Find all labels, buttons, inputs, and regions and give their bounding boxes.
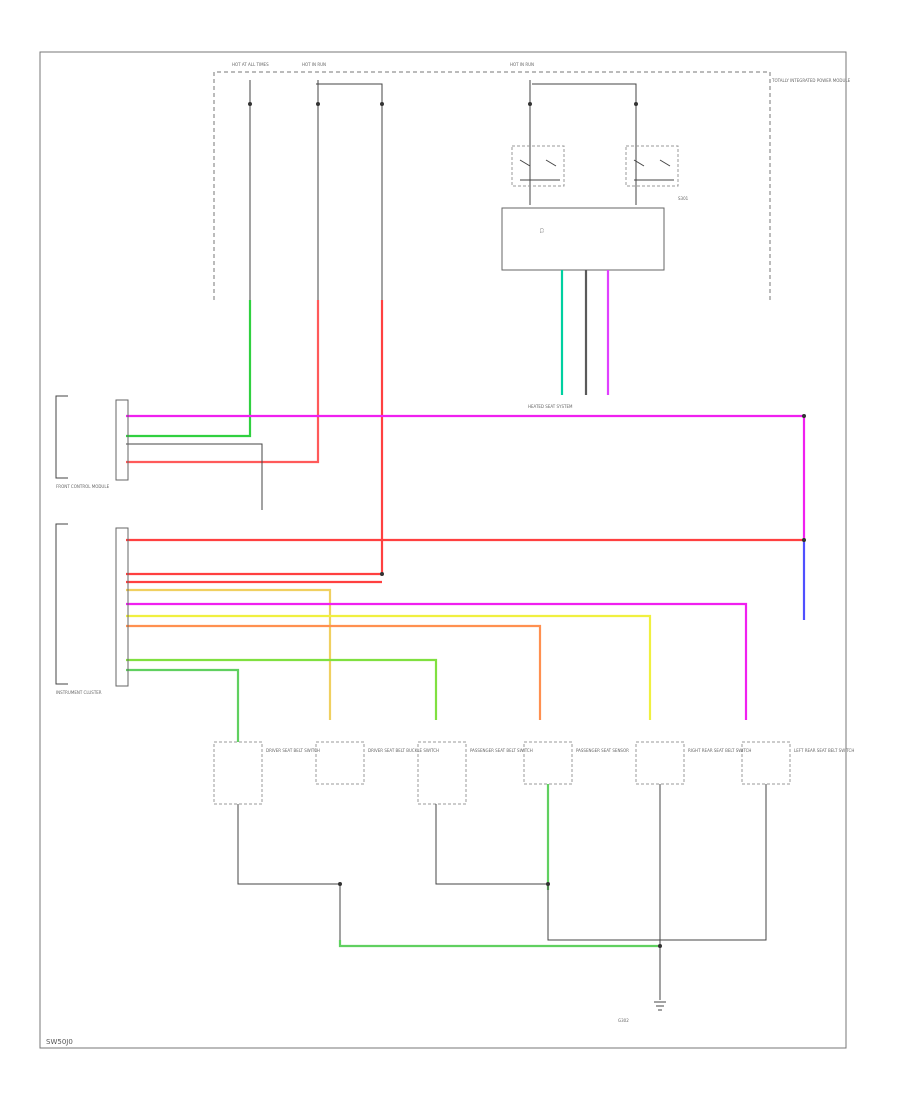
figure-id: SW50J0 <box>46 1038 73 1046</box>
ground-symbol <box>654 1001 666 1011</box>
heated-seat-pin: C1 <box>539 228 544 234</box>
ground-bottom-label: G302 <box>618 1018 629 1023</box>
ground-wires <box>237 784 767 1000</box>
switch-4-label: PASSENGER SEAT SENSOR <box>576 748 629 753</box>
left-module-bracket-2 <box>55 523 68 685</box>
fuse-feeds <box>248 80 638 300</box>
left-module-bracket-1 <box>55 395 68 479</box>
splice-label-s301: S301 <box>678 196 689 201</box>
left-module-2-label: INSTRUMENT CLUSTER <box>56 690 102 695</box>
wire-fuse-a <box>126 300 252 438</box>
fuse-b-label: HOT IN RUN <box>302 62 326 67</box>
heated-seat-module <box>501 207 665 271</box>
power-module-outline <box>213 71 771 300</box>
switch-3-label: PASSENGER SEAT BELT SWITCH <box>470 748 533 753</box>
wire-fuse-b <box>126 300 320 464</box>
bus-gray <box>126 443 263 510</box>
fuse-c-label: HOT IN RUN <box>510 62 534 67</box>
green-return <box>338 940 660 948</box>
switch-5-label: RIGHT REAR SEAT BELT SWITCH <box>688 748 751 753</box>
switch-1-label: DRIVER SEAT BELT SWITCH <box>266 748 320 753</box>
bus-yellow <box>126 588 332 720</box>
diagram-frame <box>39 51 847 1049</box>
bus-orange <box>126 624 542 720</box>
switch-2-label: DRIVER SEAT BELT BUCKLE SWITCH <box>368 748 439 753</box>
bus-green-2 <box>126 668 240 720</box>
bus-magenta-low <box>126 602 748 720</box>
heated-seat-label: HEATED SEAT SYSTEM <box>528 404 573 409</box>
left-module-1-label: FRONT CONTROL MODULE <box>56 484 110 489</box>
bus-yellow-2 <box>126 614 652 720</box>
switch-6-label: LEFT REAR SEAT BELT SWITCH <box>794 748 854 753</box>
left-connector-1 <box>115 399 129 481</box>
fuse-a-label: HOT AT ALL TIMES <box>232 62 269 67</box>
left-connector-2 <box>115 527 129 687</box>
bus-green-1 <box>126 658 438 720</box>
totipm-label: TOTALLY INTEGRATED POWER MODULE <box>771 78 851 83</box>
relay-group <box>511 145 679 187</box>
